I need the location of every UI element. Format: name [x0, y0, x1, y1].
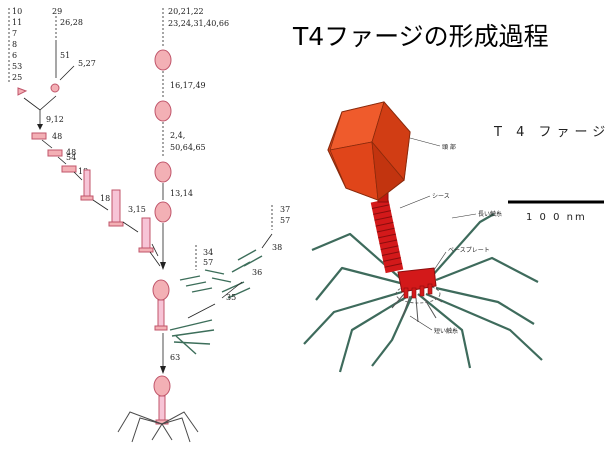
- head-with-neck: [155, 202, 171, 222]
- gene-label: 5,27: [78, 59, 96, 68]
- final-phage-tail: [159, 396, 165, 420]
- gene-label: 29: [52, 7, 62, 16]
- t4-phage-illustration: 頭 部 シース 長い触糸 ベースプレート 短い触糸 T 4 ファージ 1 0 0…: [304, 102, 610, 372]
- baseplate-part: [32, 133, 46, 139]
- gene-label: 57: [280, 216, 290, 225]
- prohead: [155, 50, 171, 70]
- gene-label: 34: [203, 248, 213, 257]
- label-head: 頭 部: [442, 143, 456, 151]
- gene-label: 23,24,31,40,66: [168, 19, 229, 28]
- hub-part: [51, 84, 59, 92]
- gene-label: 50,64,65: [170, 143, 206, 152]
- mature-head: [155, 162, 171, 182]
- scale-label: 1 0 0 nm: [526, 212, 587, 223]
- gene-label: 51: [60, 51, 70, 60]
- gene-label: 54: [66, 153, 76, 162]
- tail-tube: [84, 170, 90, 196]
- gene-label: 7: [12, 29, 17, 38]
- gene-label: 38: [272, 243, 282, 252]
- fiber-fragments: [180, 250, 262, 298]
- gene-label: 18: [100, 194, 110, 203]
- final-phage-head: [154, 376, 170, 396]
- phage-head: [153, 280, 169, 300]
- baseplate-part: [48, 150, 62, 156]
- gene-label: 11: [12, 18, 22, 27]
- phage-label: T 4 ファージ: [493, 125, 610, 140]
- head-pathway: 20,21,22 23,24,31,40,66 16,17,49 2,4, 50…: [118, 7, 229, 442]
- label-short-fiber: 短い触糸: [434, 327, 458, 335]
- gene-label: 13,14: [170, 189, 193, 198]
- gene-label: 10: [12, 7, 22, 16]
- gene-label: 9,12: [46, 115, 64, 124]
- gene-label: 2,4,: [170, 131, 185, 140]
- tail-sheath: [371, 199, 404, 273]
- gene-label: 53: [12, 62, 22, 71]
- tail-tube: [112, 190, 120, 222]
- gene-label: 6: [12, 51, 17, 60]
- prohead: [155, 101, 171, 121]
- gene-label: 26,28: [60, 18, 83, 27]
- gene-label: 35: [226, 293, 236, 302]
- phage-tail: [158, 300, 164, 326]
- fiber-pathway: 37 57 38 34 57 36 35: [170, 205, 290, 354]
- gene-label: 20,21,22: [168, 7, 204, 16]
- final-phage-fibers: [118, 412, 198, 442]
- gene-label: 3,15: [128, 205, 146, 214]
- baseplate-wedge: [18, 88, 26, 95]
- gene-label: 57: [203, 258, 213, 267]
- gene-label: 25: [12, 73, 22, 82]
- gene-label: 16,17,49: [170, 81, 206, 90]
- tail-tube: [142, 218, 150, 248]
- capsid-head: [328, 102, 410, 200]
- gene-label: 63: [170, 353, 180, 362]
- label-baseplate: ベースプレート: [448, 247, 490, 254]
- baseplate-pathway: 10 11 7 8 6 53 25 29 26,28 51 5,27 9,12: [9, 7, 158, 256]
- gene-label: 8: [12, 40, 17, 49]
- label-sheath: シース: [432, 193, 450, 200]
- assembled-fibers: [170, 320, 214, 354]
- label-long-fiber: 長い触糸: [478, 210, 502, 218]
- gene-label: 36: [252, 268, 262, 277]
- baseplate-part: [62, 166, 76, 172]
- gene-label: 37: [280, 205, 290, 214]
- gene-label: 48: [52, 132, 62, 141]
